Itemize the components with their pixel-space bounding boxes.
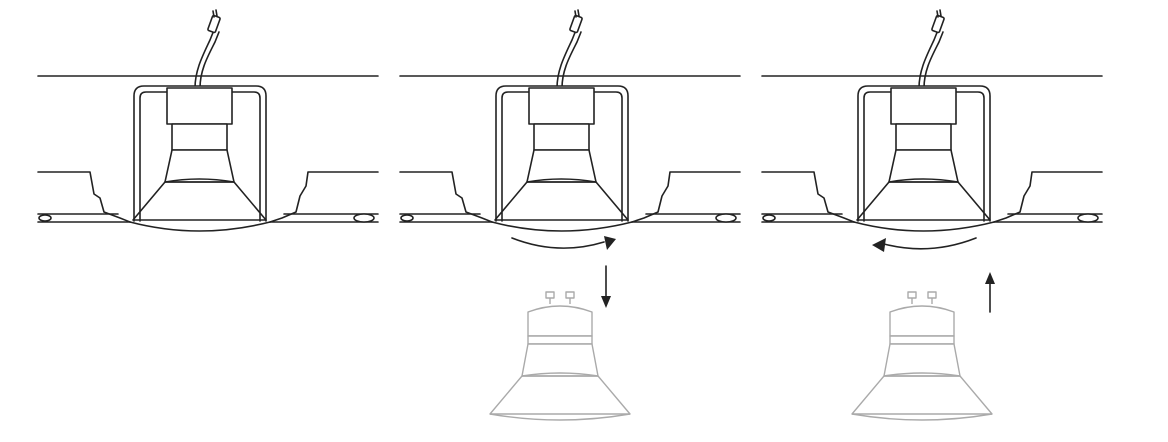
pull-down-arrow-icon [601,265,611,308]
panel-remove [399,9,741,421]
push-up-arrow-icon [985,272,995,313]
detached-bulb-icon [489,291,631,421]
panel-installed [37,9,379,232]
detached-bulb-icon [851,291,993,421]
rotate-counterclockwise-arrow-icon [872,237,977,252]
panel-insert [761,9,1103,421]
rotate-clockwise-arrow-icon [511,236,616,250]
